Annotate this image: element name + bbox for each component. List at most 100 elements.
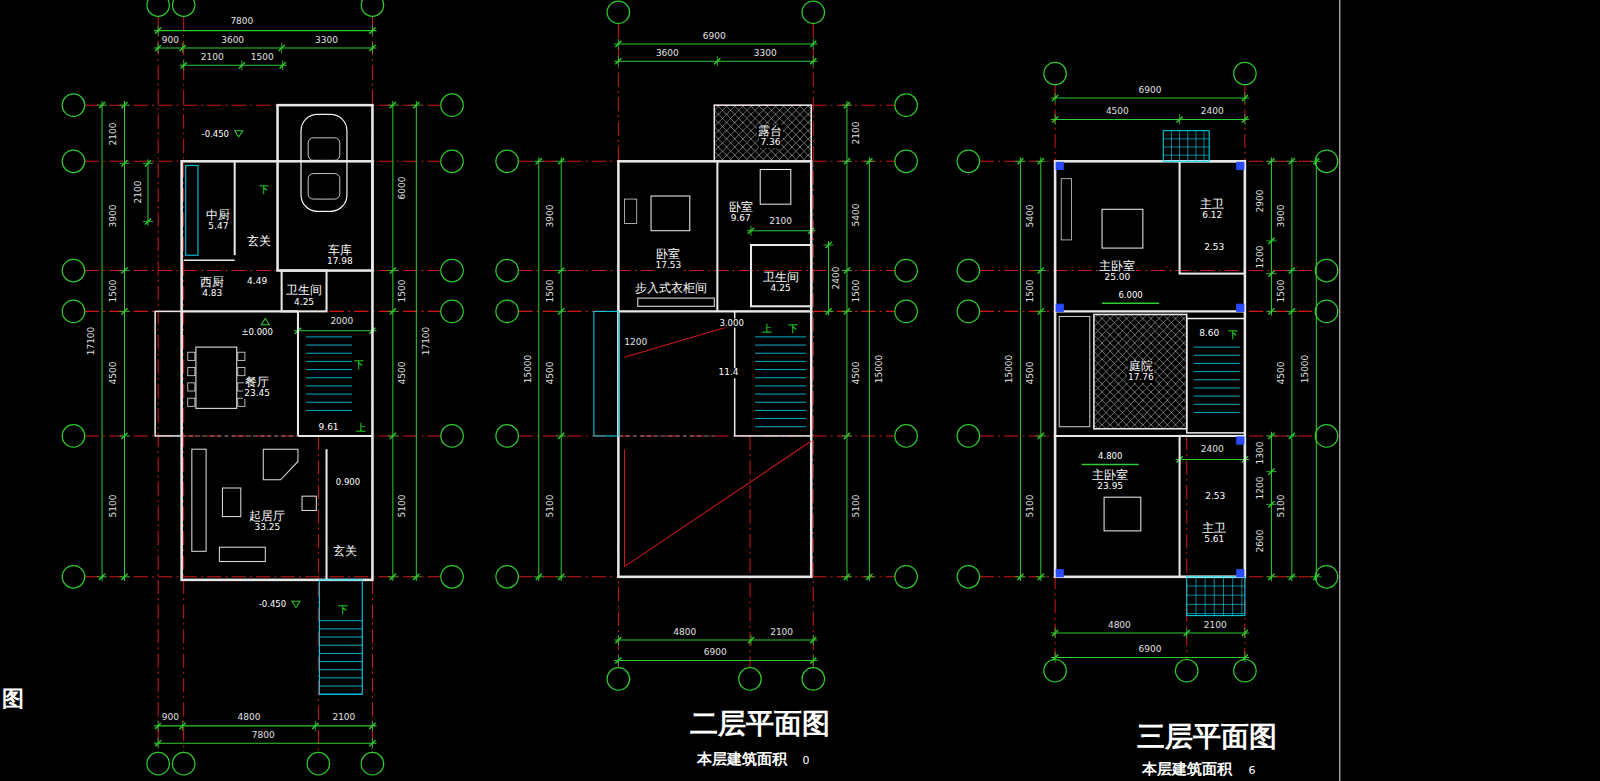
- axis-bubble: [1315, 425, 1337, 447]
- dimension-extension: [556, 311, 566, 312]
- dimension-text: 5100: [546, 494, 555, 519]
- dimension-text: 900: [161, 714, 180, 723]
- room-area: 4.25: [770, 284, 792, 294]
- dimension-text: 1500: [546, 278, 555, 303]
- dimension-extension: [282, 60, 283, 70]
- dimension-text: 7800: [251, 731, 276, 740]
- dimension-extension: [1055, 628, 1056, 638]
- room-name: 起居厅: [248, 510, 286, 523]
- dimension-extension: [1244, 652, 1245, 662]
- dimension-extension: [1287, 576, 1297, 577]
- dimension-text: 5400: [1026, 204, 1035, 229]
- room-name: 卫生间: [285, 284, 323, 297]
- axis-bubble: [1176, 660, 1198, 682]
- dimension-line: [154, 47, 376, 48]
- dimension-extension: [119, 311, 129, 312]
- elevation-marker: [292, 601, 300, 607]
- balcony-grille-bar: [1204, 131, 1205, 162]
- axis-line: [158, 16, 159, 752]
- dimension-text: 2900: [1257, 189, 1266, 214]
- piano-symbol: [263, 449, 298, 480]
- dimension-line: [828, 241, 829, 316]
- dimension-text: 2100: [331, 714, 356, 723]
- room-label: 西厨4.83: [199, 276, 225, 299]
- stair-direction: 下: [1227, 329, 1239, 340]
- dimension-text: 3600: [655, 49, 680, 58]
- dimension-extension: [717, 56, 718, 66]
- axis-bubble: [607, 668, 629, 690]
- balcony-grille-bar: [1195, 131, 1196, 162]
- plan-group: [62, 0, 1340, 781]
- balcony-grille-bar: [1179, 131, 1180, 162]
- axis-bubble: [496, 150, 518, 172]
- sofa: [192, 449, 206, 551]
- room-label: 主卫6.12: [1199, 198, 1225, 221]
- stair-tread: [755, 353, 806, 354]
- dimension-extension: [1186, 628, 1187, 638]
- room-label: 庭院17.76: [1127, 360, 1155, 383]
- dimension-extension: [864, 161, 874, 162]
- stair-tread: [755, 361, 806, 362]
- dimension-line: [154, 725, 376, 726]
- stair-tread: [319, 628, 362, 629]
- axis-bubble: [895, 566, 917, 588]
- room-area: 33.25: [253, 523, 281, 533]
- balcony-grille-bar: [1241, 577, 1242, 616]
- room-area: 23.45: [243, 389, 271, 399]
- dimension-text: 7800: [229, 18, 254, 27]
- dimension-extension: [119, 270, 129, 271]
- dimension-extension: [556, 576, 566, 577]
- axis-bubble: [62, 300, 84, 322]
- room-label: 卫生间4.25: [762, 271, 800, 294]
- room-label: 玄关: [246, 235, 272, 248]
- annotation-text: 2.53: [1204, 492, 1226, 501]
- dimension-extension: [315, 721, 316, 731]
- column-marker: [1056, 570, 1063, 577]
- dimension-text: 3600: [220, 36, 245, 45]
- dimension-line: [1040, 157, 1041, 581]
- dimension-text: 2100: [768, 218, 793, 227]
- dining-chair: [238, 352, 245, 360]
- dimension-extension: [618, 56, 619, 66]
- room-name: 主卧室: [1098, 260, 1136, 273]
- dimension-extension: [388, 270, 398, 271]
- dimension-extension: [1266, 504, 1276, 505]
- room-name: 主卫: [1199, 198, 1225, 211]
- axis-line: [85, 576, 441, 577]
- annotation-text: 0: [802, 755, 811, 767]
- axis-bubble: [1234, 660, 1256, 682]
- dimension-text: 15000: [1005, 354, 1014, 385]
- dimension-extension: [823, 245, 833, 246]
- dimension-text: 3300: [753, 49, 778, 58]
- dimension-extension: [158, 26, 159, 36]
- dimension-line: [1051, 119, 1249, 120]
- elevation-bar: [1102, 302, 1159, 304]
- stair-tread: [1194, 371, 1240, 372]
- stair-tread: [755, 426, 806, 427]
- stair-direction: 下: [258, 185, 270, 196]
- stair-tread: [306, 345, 352, 346]
- dimension-extension: [556, 161, 566, 162]
- dimension-extension: [1266, 576, 1276, 577]
- dimension-extension: [182, 721, 183, 731]
- dimension-extension: [1266, 311, 1276, 312]
- annotation-text: 2.53: [1203, 243, 1225, 252]
- axis-line: [85, 270, 441, 271]
- stair-tread: [319, 653, 362, 654]
- axis-bubble: [441, 150, 463, 172]
- dimension-line: [124, 101, 125, 581]
- room-label: 卧室9.67: [728, 201, 754, 224]
- dimension-extension: [1311, 161, 1321, 162]
- dimension-extension: [1055, 93, 1056, 103]
- column-marker: [1237, 162, 1244, 169]
- dimension-extension: [1266, 471, 1276, 472]
- dimension-extension: [1015, 576, 1025, 577]
- exterior-wall: [618, 161, 811, 577]
- bathroom-wall: [1180, 436, 1245, 577]
- dimension-extension: [372, 738, 373, 748]
- dimension-extension: [119, 163, 129, 164]
- dimension-extension: [143, 163, 153, 164]
- dimension-line: [392, 101, 393, 581]
- stair-tread: [319, 620, 362, 621]
- dimension-extension: [864, 576, 874, 577]
